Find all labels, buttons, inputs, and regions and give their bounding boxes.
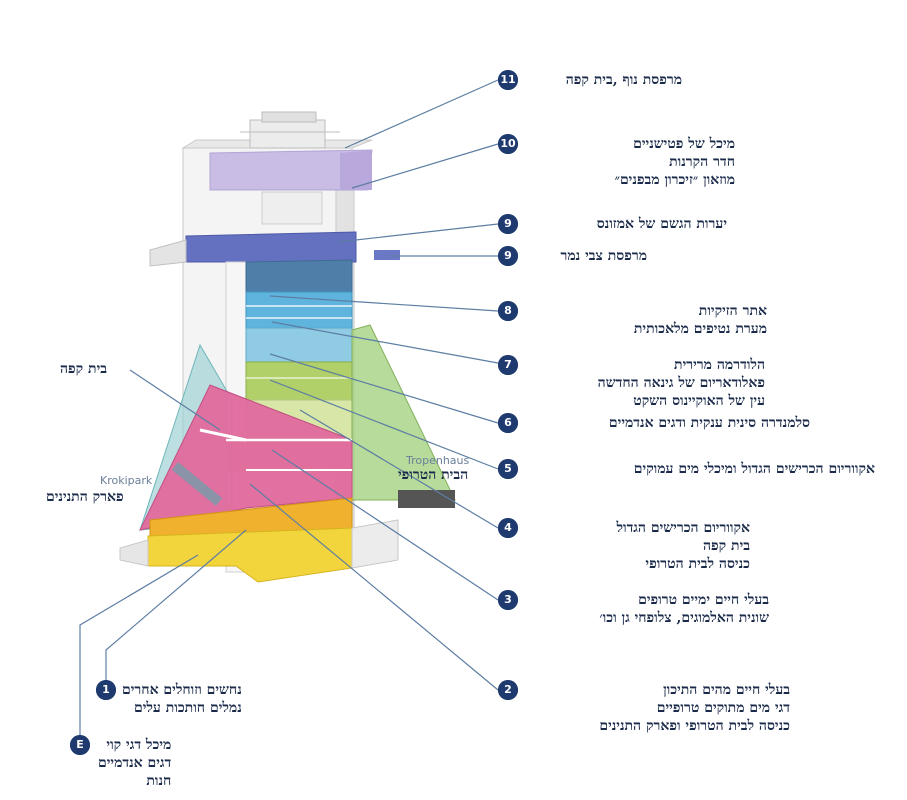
label-2-line-1: בעלי חיים מהים התיכון (663, 682, 790, 698)
badge-2: 2 (498, 680, 518, 700)
leader-lines (79, 79, 499, 745)
label-2-mediterranean: בעלי חיים מהים התיכון דגי מים מתוקים טרו… (599, 681, 790, 735)
label-11-view-terrace: מרפסת נוף ,בית קפה (566, 71, 682, 89)
label-e-line-2: דגים אנדמיים (98, 755, 172, 771)
badge-4: 4 (498, 518, 518, 538)
label-tropical-house: הבית הטרופי (398, 466, 468, 484)
label-10-line-1: מיכל של פטישניים (633, 136, 735, 152)
label-4-line-3: כניסה לבית הטרופי (645, 556, 750, 572)
label-7-line-3: עין של האוקיינוס השקט (633, 393, 765, 409)
label-10-line-2: חדר הקרנות (669, 154, 735, 170)
badge-5: 5 (498, 459, 518, 479)
building-structure (119, 111, 456, 583)
label-8-line-1: אתר הזיקיות (698, 303, 767, 319)
badge-10: 10 (498, 134, 518, 154)
label-7-line-1: הלודרמה מרירית (674, 357, 765, 373)
label-3-tropical-marine: בעלי חיים ימיים טרופים שונית האלמוגים, צ… (599, 591, 769, 627)
badge-7: 7 (498, 355, 518, 375)
label-e-line-1: מיכל דגי קוי (106, 737, 172, 753)
label-11-line-1: מרפסת נוף ,בית קפה (565, 72, 682, 88)
label-8-line-2: מערת נטיפים מלאכותית (633, 321, 767, 337)
label-1-snakes-reptiles: נחשים וזוחלים אחרים נמלים חותכות עלים (122, 681, 242, 717)
badge-9-rainforest: 9 (498, 214, 518, 234)
label-2-line-3: כניסה לבית הטרופי ופארק התנינים (599, 718, 790, 734)
label-4-line-2: בית קפה (703, 538, 750, 554)
label-9-amazon-rainforest: יערות הגשם של אמזונס (597, 215, 727, 233)
label-9-tiger-turtle-terrace: מרפסת צבי נמר (560, 247, 647, 265)
label-crocodile-park: פארק התנינים (46, 488, 124, 506)
label-cafe-line-1: בית קפה (60, 361, 107, 377)
badge-11: 11 (498, 70, 518, 90)
label-1-line-2: נמלים חותכות עלים (133, 700, 242, 716)
label-3-line-2: שונית האלמוגים, צלופחי גן וכו׳ (599, 610, 769, 626)
badge-e: E (70, 735, 90, 755)
label-7-line-2: פאלודאריום של גינאה החדשה (597, 375, 765, 391)
label-10-line-3: מוזאון ״זיכרון מבפנים״ (614, 172, 735, 188)
label-4-shark-aquarium-cafe: אקווריום הכרישים הגדול בית קפה כניסה לבי… (616, 519, 750, 573)
label-6-giant-salamander: סלמנדרה סינית ענקית ודגים אנדמיים (609, 414, 810, 432)
label-2-line-2: דגי מים מתוקים טרופיים (656, 700, 790, 716)
badge-9-tiger: 9 (498, 246, 518, 266)
label-tropic-line-1: הבית הטרופי (398, 467, 469, 483)
label-6-line-1: סלמנדרה סינית ענקית ודגים אנדמיים (608, 415, 810, 431)
label-9b-line-1: מרפסת צבי נמר (560, 248, 647, 264)
label-e-koi-tank-shop: מיכל דגי קוי דגים אנדמיים חנות (98, 736, 171, 790)
label-4-line-1: אקווריום הכרישים הגדול (616, 520, 750, 536)
label-5-line-1: אקווריום הכרישים הגדול ומיכלי מים עמוקים (633, 461, 875, 477)
label-10-hammerhead-tank: מיכל של פטישניים חדר הקרנות מוזאון ״זיכר… (615, 135, 735, 189)
label-8-chameleon-site: אתר הזיקיות מערת נטיפים מלאכותית (634, 302, 767, 338)
label-3-line-1: בעלי חיים ימיים טרופים (638, 592, 769, 608)
label-cafe: בית קפה (60, 360, 107, 378)
label-e-line-3: חנות (146, 773, 172, 789)
subtitle-tropenhaus: Tropenhaus (406, 454, 470, 467)
label-croc-line-1: פארק התנינים (46, 489, 124, 505)
badge-3: 3 (498, 590, 518, 610)
badge-6: 6 (498, 413, 518, 433)
subtitle-krokipark: Krokipark (100, 474, 153, 487)
label-9a-line-1: יערות הגשם של אמזונס (596, 216, 727, 232)
label-7-heloderma: הלודרמה מרירית פאלודאריום של גינאה החדשה… (598, 356, 765, 410)
label-1-line-1: נחשים וזוחלים אחרים (122, 682, 242, 698)
badge-8: 8 (498, 301, 518, 321)
badge-1: 1 (96, 680, 116, 700)
label-5-shark-aquarium: אקווריום הכרישים הגדול ומיכלי מים עמוקים (634, 460, 875, 478)
